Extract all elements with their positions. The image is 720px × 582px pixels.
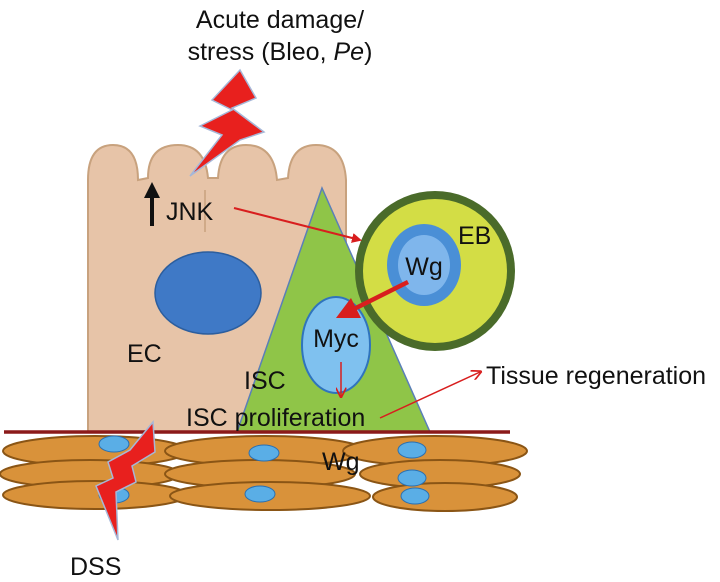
muscle-cell: [372, 482, 518, 512]
lightning-icon: [189, 68, 266, 177]
ec-nucleus: [154, 251, 262, 335]
muscle-cell: [2, 480, 188, 510]
muscle-nucleus: [400, 487, 430, 505]
isc-label: ISC: [244, 367, 286, 395]
muscle-nucleus: [248, 444, 280, 462]
muscle-nucleus: [397, 469, 427, 487]
muscle-layer: [0, 435, 528, 512]
eb-nucleus-core: [398, 235, 450, 295]
stress-label-line1: Acute damage/: [196, 6, 364, 34]
enteroblast-cell: [355, 191, 515, 351]
muscle-nucleus: [397, 441, 427, 459]
ec-label: EC: [127, 340, 162, 368]
myc-label: Myc: [313, 325, 359, 353]
proliferation-to-regeneration-arrow: [379, 372, 480, 419]
muscle-nucleus: [244, 485, 276, 503]
dss-lightning-icon: [95, 420, 156, 541]
muscle-nucleus: [98, 435, 130, 453]
eb-wg-label: Wg: [405, 253, 443, 281]
jnk-label: JNK: [166, 198, 214, 226]
muscle-wg-label: Wg: [322, 448, 360, 476]
eb-label: EB: [458, 222, 491, 250]
tissue-regeneration-label: Tissue regeneration: [486, 362, 706, 390]
jnk-to-eb-arrow: [233, 207, 362, 243]
isc-proliferation-label: ISC proliferation: [186, 404, 365, 432]
dss-label: DSS: [70, 553, 121, 581]
stress-label-line2: stress (Bleo, Pe): [188, 38, 373, 66]
wg-to-myc-arrow: [335, 279, 410, 319]
